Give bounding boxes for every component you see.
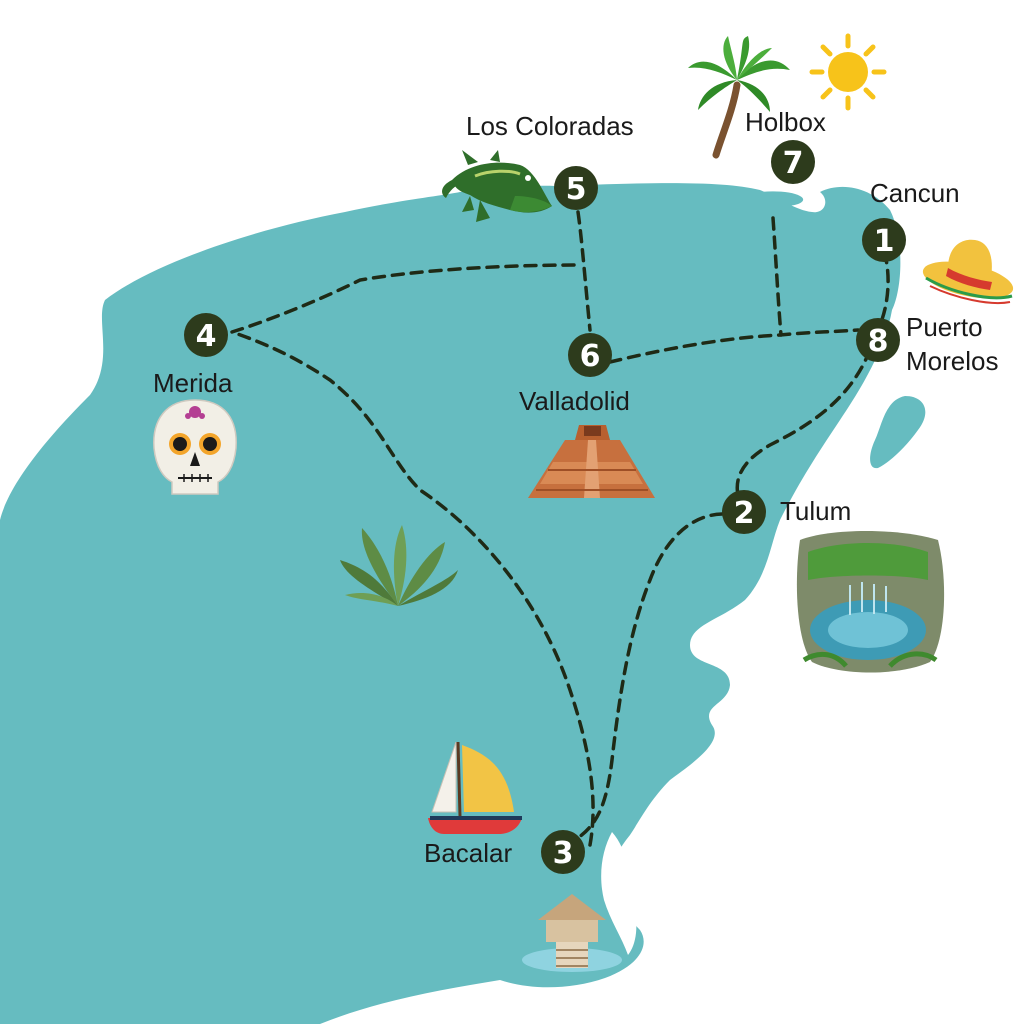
stop-marker-4[interactable]: 4 xyxy=(184,313,228,357)
stop-number: 5 xyxy=(566,172,587,207)
route-tulum-bacalar xyxy=(576,512,724,840)
stop-marker-2[interactable]: 2 xyxy=(722,490,766,534)
agave-icon xyxy=(340,525,458,606)
place-labels: Cancun Tulum Bacalar Merida Los Colorada… xyxy=(153,107,998,868)
beach-hut-icon xyxy=(522,894,622,972)
route-puerto-morelos-tulum xyxy=(735,348,872,497)
label-valladolid: Valladolid xyxy=(519,386,630,416)
stop-number: 4 xyxy=(196,319,217,354)
land-shape xyxy=(0,183,901,1024)
sun-icon xyxy=(809,33,887,111)
label-los-coloradas: Los Coloradas xyxy=(466,111,634,141)
label-puerto-morelos-line1: Puerto xyxy=(906,312,983,342)
stop-number: 1 xyxy=(874,224,895,259)
stop-number: 7 xyxy=(783,146,804,181)
stop-marker-3[interactable]: 3 xyxy=(541,830,585,874)
label-merida: Merida xyxy=(153,368,233,398)
route-merida-los-coloradas xyxy=(230,263,582,334)
stop-marker-1[interactable]: 1 xyxy=(862,218,906,262)
cozumel-island xyxy=(870,396,926,469)
pyramid-icon xyxy=(528,425,655,498)
stop-number: 6 xyxy=(580,339,601,374)
label-cancun: Cancun xyxy=(870,178,960,208)
bacalar-lagoon xyxy=(601,832,637,955)
sombrero-icon xyxy=(922,239,1014,305)
label-tulum: Tulum xyxy=(780,496,851,526)
crocodile-icon xyxy=(442,150,552,222)
stop-marker-5[interactable]: 5 xyxy=(554,166,598,210)
sailboat-icon xyxy=(428,741,522,834)
sugar-skull-icon xyxy=(153,399,237,495)
stop-marker-7[interactable]: 7 xyxy=(771,140,815,184)
peninsula-landmass xyxy=(0,183,926,1024)
route-valladolid-puerto-morelos xyxy=(608,328,860,364)
stop-number: 2 xyxy=(734,496,755,531)
route-lines xyxy=(230,210,890,847)
stop-marker-6[interactable]: 6 xyxy=(568,333,612,377)
cenote-icon xyxy=(796,531,945,673)
label-puerto-morelos-line2: Morelos xyxy=(906,346,998,376)
route-holbox-puerto-morelos xyxy=(771,216,783,337)
holbox-island xyxy=(745,191,804,206)
palm-tree-icon xyxy=(688,36,790,159)
label-bacalar: Bacalar xyxy=(424,838,512,868)
route-los-coloradas-valladolid xyxy=(576,210,592,332)
stop-number: 8 xyxy=(868,324,889,359)
stop-marker-8[interactable]: 8 xyxy=(856,318,900,362)
label-holbox: Holbox xyxy=(745,107,826,137)
stop-markers: 1 2 3 4 5 6 7 8 xyxy=(184,140,906,874)
route-bacalar-merida xyxy=(230,330,595,847)
stop-number: 3 xyxy=(553,836,574,871)
